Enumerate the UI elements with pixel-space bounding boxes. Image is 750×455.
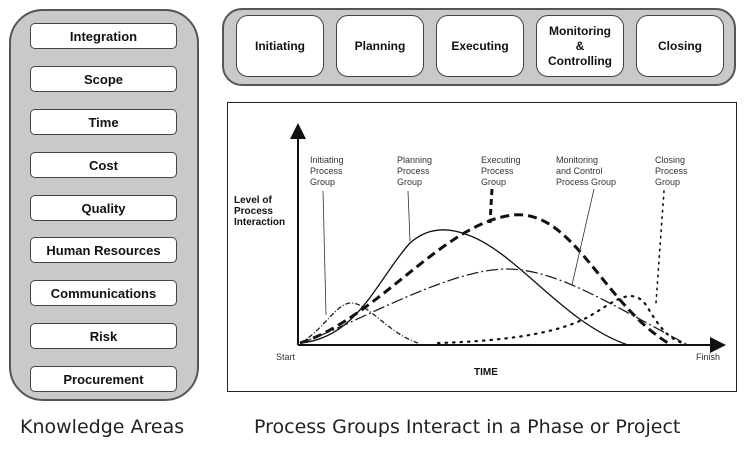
process-group-planning: Planning [336,15,424,77]
process-groups-caption: Process Groups Interact in a Phase or Pr… [254,416,681,438]
knowledge-areas-caption: Knowledge Areas [20,416,185,438]
knowledge-area-quality: Quality [30,195,177,221]
process-groups-panel: Initiating Planning Executing Monitoring… [222,8,736,86]
knowledge-area-risk: Risk [30,323,177,349]
knowledge-area-time: Time [30,109,177,135]
process-group-executing: Executing [436,15,524,77]
monitoring-curve [299,268,689,346]
knowledge-area-integration: Integration [30,23,177,49]
knowledge-areas-panel: Integration Scope Time Cost Quality Huma… [9,9,199,401]
closing-curve-label: Closing Process Group [655,155,690,187]
process-interaction-chart: Level of Process Interaction Start Finis… [227,102,737,392]
closing-leader-line [655,190,665,304]
knowledge-area-scope: Scope [30,66,177,92]
process-interaction-svg: Level of Process Interaction Start Finis… [234,123,726,378]
knowledge-area-communications: Communications [30,280,177,306]
planning-curve [299,229,629,346]
knowledge-area-procurement: Procurement [30,366,177,392]
executing-curve-label: Executing Process Group [481,155,523,187]
process-group-monitoring-controlling: Monitoring & Controlling [536,15,624,77]
closing-curve [436,295,685,345]
process-group-closing: Closing [636,15,724,77]
executing-curve [299,213,669,345]
initiating-curve [299,302,419,344]
knowledge-area-human-resources: Human Resources [30,237,177,263]
y-axis-label-line-2: Process [234,206,273,217]
knowledge-area-cost: Cost [30,152,177,178]
x-axis-label: TIME [474,367,498,378]
initiating-leader-line [322,190,327,316]
planning-curve-label: Planning Process Group [397,155,435,187]
monitoring-curve-label: Monitoring and Control Process Group [556,155,616,187]
y-axis-label-line-3: Interaction [234,217,285,228]
x-start-label: Start [276,352,296,362]
process-group-initiating: Initiating [236,15,324,77]
monitoring-leader-line [571,188,595,286]
executing-leader-line [488,188,494,224]
planning-leader-line [407,190,411,242]
x-end-label: Finish [696,352,720,362]
y-axis-label: Level of Process Interaction [234,195,285,228]
y-axis-label-line-1: Level of [234,195,272,206]
initiating-curve-label: Initiating Process Group [310,155,346,187]
